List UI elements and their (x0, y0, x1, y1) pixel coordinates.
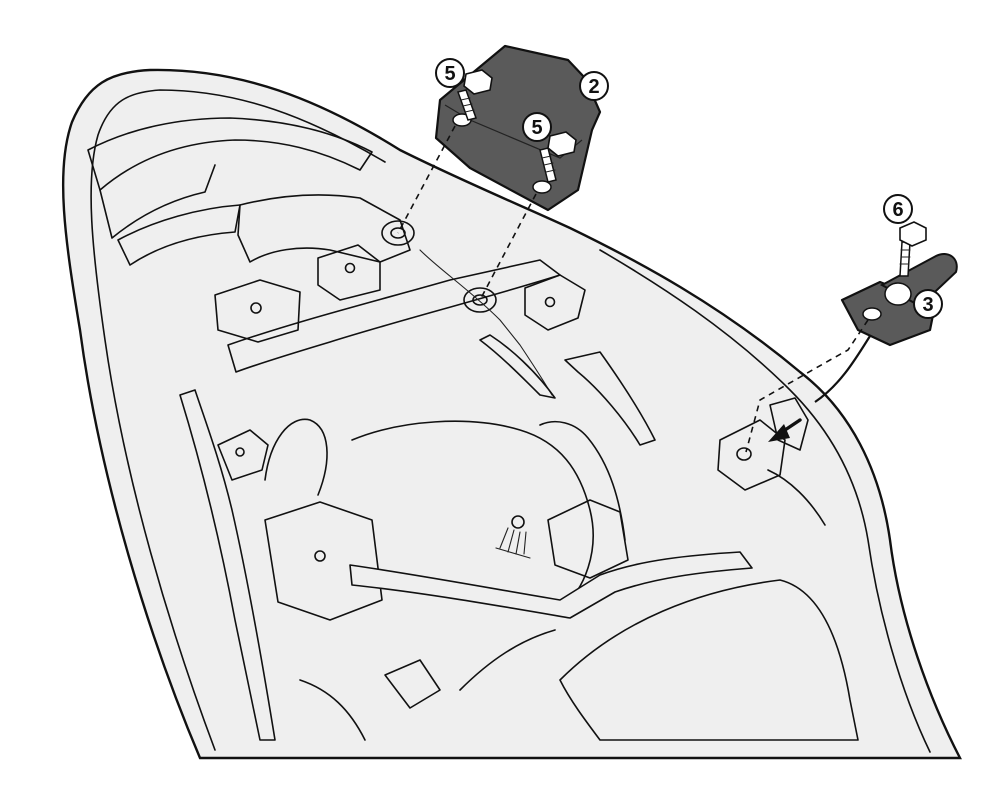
frame-left-tab (214, 279, 301, 343)
frame-center-tab-hole (344, 262, 356, 274)
svg-text:6: 6 (892, 199, 903, 221)
bolt-5-right (539, 131, 577, 183)
mount-hole-left (390, 227, 406, 239)
callout-bolt-5-left: 5 (435, 58, 465, 88)
svg-text:5: 5 (531, 117, 542, 139)
lower-left-clip (384, 659, 441, 709)
svg-text:5: 5 (444, 63, 455, 85)
mount-hole-right-boss (463, 287, 497, 313)
tail-cowl (87, 117, 373, 191)
bracket-3-wire (814, 335, 871, 403)
guide-line-right (479, 193, 537, 301)
svg-text:2: 2 (588, 76, 599, 98)
mount-hole-left-boss (381, 220, 415, 246)
center-housing-inner (539, 421, 626, 541)
battery-box-hole (314, 550, 326, 562)
left-bracket-hole (235, 447, 245, 457)
lower-left-rib (299, 679, 366, 741)
frame-right-tab-hole (544, 296, 556, 308)
svg-text:3: 3 (922, 294, 933, 316)
inner-channel (419, 249, 553, 396)
bracket-2-hole-right (532, 180, 552, 194)
left-tray (179, 389, 276, 741)
callout-bolt-5-right: 5 (522, 112, 552, 142)
tail-cowl-step (99, 164, 216, 239)
fuse-box (547, 499, 629, 579)
lower-center-rib (459, 629, 556, 691)
right-mount-plate (717, 419, 786, 491)
inner-rib-a (479, 334, 556, 399)
callout-bracket-2: 2 (579, 71, 609, 101)
left-bracket (217, 429, 269, 481)
callout-bracket-3: 3 (913, 289, 943, 319)
frame-left (237, 194, 411, 263)
frame-left-tab-hole (250, 302, 262, 314)
frame-right-tab (524, 274, 586, 331)
tail-light-housing (117, 204, 241, 266)
left-cable-loop (264, 418, 328, 496)
seat-rim (90, 89, 386, 751)
seat-body-outline (61, 68, 962, 760)
cross-member (227, 259, 561, 373)
center-housing (351, 420, 594, 611)
frame-center-tab (317, 244, 381, 301)
bolt-5-left (457, 69, 493, 121)
right-cable (767, 469, 826, 526)
inner-rib-b (564, 351, 656, 446)
bracket-3 (840, 253, 958, 347)
guide-line-bracket-3 (745, 319, 869, 453)
callout-bolt-6: 6 (883, 194, 913, 224)
grab-rail (349, 551, 753, 619)
seat-rim-right (599, 249, 931, 753)
right-mount-hole (736, 447, 752, 461)
bolt-6 (899, 221, 927, 277)
battery-box (264, 501, 383, 621)
lower-right-tray (559, 579, 859, 741)
insert-arrow-icon (768, 418, 802, 442)
guide-line-left (397, 125, 456, 234)
connector-clip (495, 515, 531, 559)
